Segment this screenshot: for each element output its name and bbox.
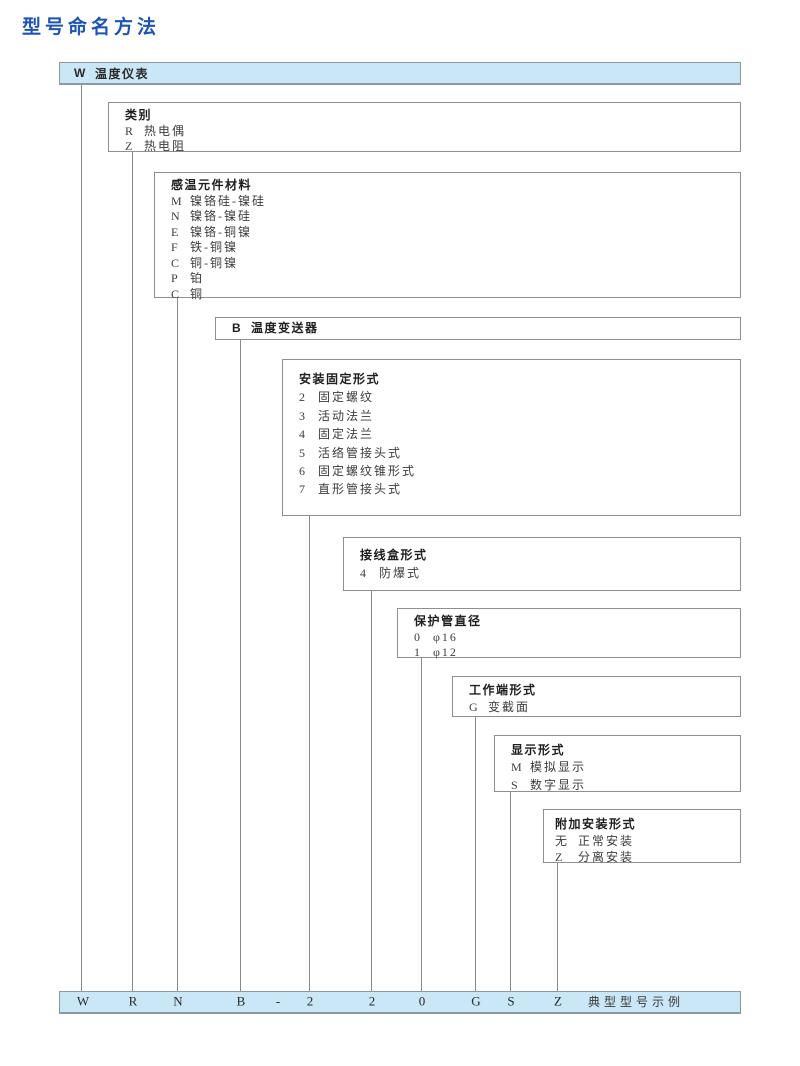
- connector-line-tube: [421, 658, 422, 991]
- connector-line-junction: [371, 591, 372, 991]
- example-code: G: [471, 993, 481, 1009]
- list-item: 无正常安装: [555, 833, 635, 848]
- example-model-bar: W R N B - 2 2 0 G S Z 典型型号示例: [59, 991, 741, 1014]
- header-code: W: [74, 66, 86, 80]
- example-code: W: [76, 993, 90, 1009]
- example-code: S: [507, 993, 515, 1009]
- example-code: 0: [418, 993, 426, 1009]
- connector-line-n: [177, 298, 178, 991]
- connector-line-w: [81, 85, 82, 991]
- example-code: Z: [554, 993, 562, 1009]
- box-transmitter-code: B: [232, 320, 241, 335]
- example-code: B: [236, 993, 246, 1009]
- example-code: N: [173, 993, 183, 1009]
- header-box-temperature-instrument: W 温度仪表: [59, 62, 741, 85]
- box-sensor-material-title: 感温元件材料: [171, 178, 253, 192]
- connector-line-extra: [557, 863, 558, 991]
- example-code: -: [275, 993, 281, 1009]
- example-code: 2: [306, 993, 314, 1009]
- box-transmitter: B 温度变送器: [215, 317, 741, 340]
- header-label: 温度仪表: [95, 66, 150, 81]
- box-working-end-title: 工作端形式: [469, 683, 537, 697]
- example-bar-caption: 典型型号示例: [588, 995, 685, 1010]
- example-code: R: [128, 993, 138, 1009]
- box-extra-mounting-title: 附加安装形式: [555, 817, 637, 831]
- box-transmitter-label: 温度变送器: [251, 320, 319, 335]
- connector-line-b: [240, 340, 241, 991]
- connector-line-display: [510, 792, 511, 991]
- connector-line-mounting: [309, 516, 310, 991]
- page-title: 型号命名方法: [22, 17, 161, 38]
- example-code: 2: [368, 993, 376, 1009]
- connector-line-r: [132, 152, 133, 991]
- box-category-title: 类别: [125, 108, 153, 122]
- box-mounting-title: 安装固定形式: [299, 372, 381, 386]
- box-junction-title: 接线盒形式: [360, 548, 428, 562]
- box-display-form-title: 显示形式: [511, 743, 566, 757]
- connector-line-working-end: [475, 717, 476, 991]
- box-tube-diameter-title: 保护管直径: [414, 614, 482, 628]
